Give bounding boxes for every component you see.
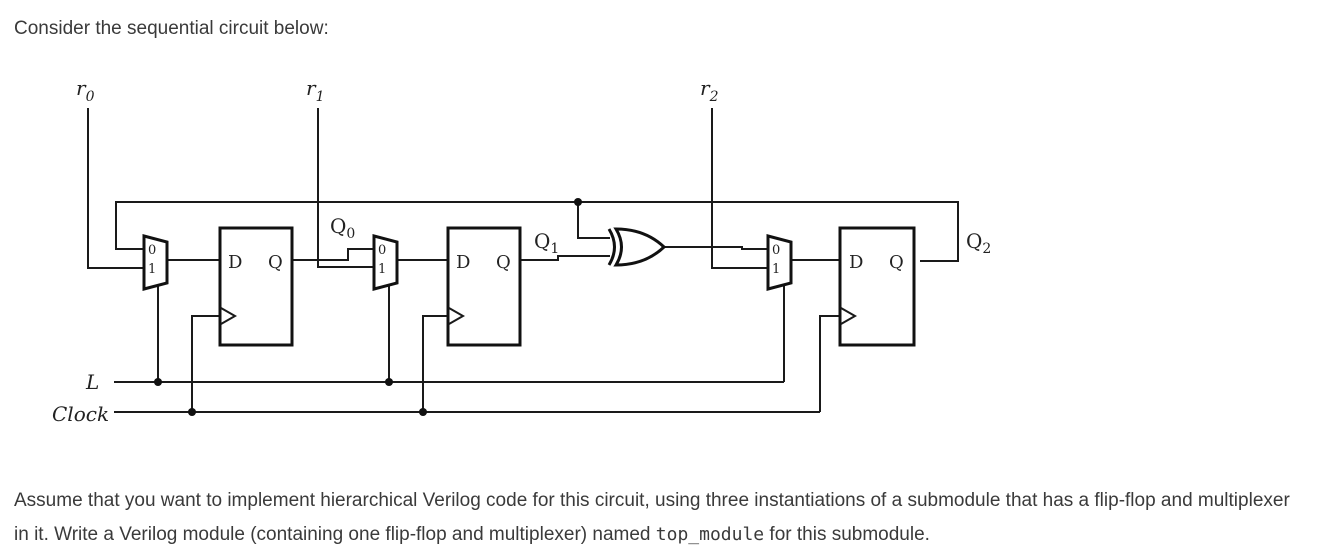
- flip-flop-2: D Q: [838, 226, 916, 347]
- input-label-clock: Clock: [52, 402, 109, 426]
- module-name-code: top_module: [655, 524, 765, 545]
- flip-flop-0: D Q: [218, 226, 294, 347]
- input-label-r2: r2: [700, 76, 719, 105]
- svg-text:1: 1: [772, 262, 780, 277]
- svg-text:Q: Q: [496, 252, 511, 273]
- svg-text:Q: Q: [889, 252, 904, 273]
- svg-text:1: 1: [148, 262, 156, 277]
- junction-dots: [154, 198, 582, 416]
- xor-gate: [607, 227, 667, 267]
- flip-flop-1: D Q: [446, 226, 522, 347]
- svg-text:1: 1: [378, 262, 386, 277]
- question-text: Assume that you want to implement hierar…: [14, 490, 1290, 545]
- mux-2: 0 1: [766, 234, 793, 291]
- output-label-q2: Q2: [966, 229, 991, 257]
- svg-text:0: 0: [772, 243, 780, 258]
- mux-1: 0 1: [372, 234, 399, 291]
- svg-text:0: 0: [378, 243, 386, 258]
- input-label-r1: r1: [306, 76, 324, 105]
- svg-text:Q: Q: [268, 252, 283, 273]
- mux-0: 0 1: [142, 234, 169, 291]
- input-label-L: L: [85, 370, 99, 394]
- wires: [87, 108, 959, 413]
- svg-text:D: D: [228, 252, 242, 273]
- svg-text:D: D: [849, 252, 863, 273]
- sequential-circuit-diagram: r0 r1 r2 L Clock: [52, 76, 991, 426]
- input-label-r0: r0: [76, 76, 95, 105]
- svg-text:D: D: [456, 252, 470, 273]
- output-label-q1: Q1: [534, 229, 559, 257]
- svg-text:0: 0: [148, 243, 156, 258]
- intro-text: Consider the sequential circuit below:: [14, 18, 329, 39]
- output-label-q0: Q0: [330, 214, 355, 242]
